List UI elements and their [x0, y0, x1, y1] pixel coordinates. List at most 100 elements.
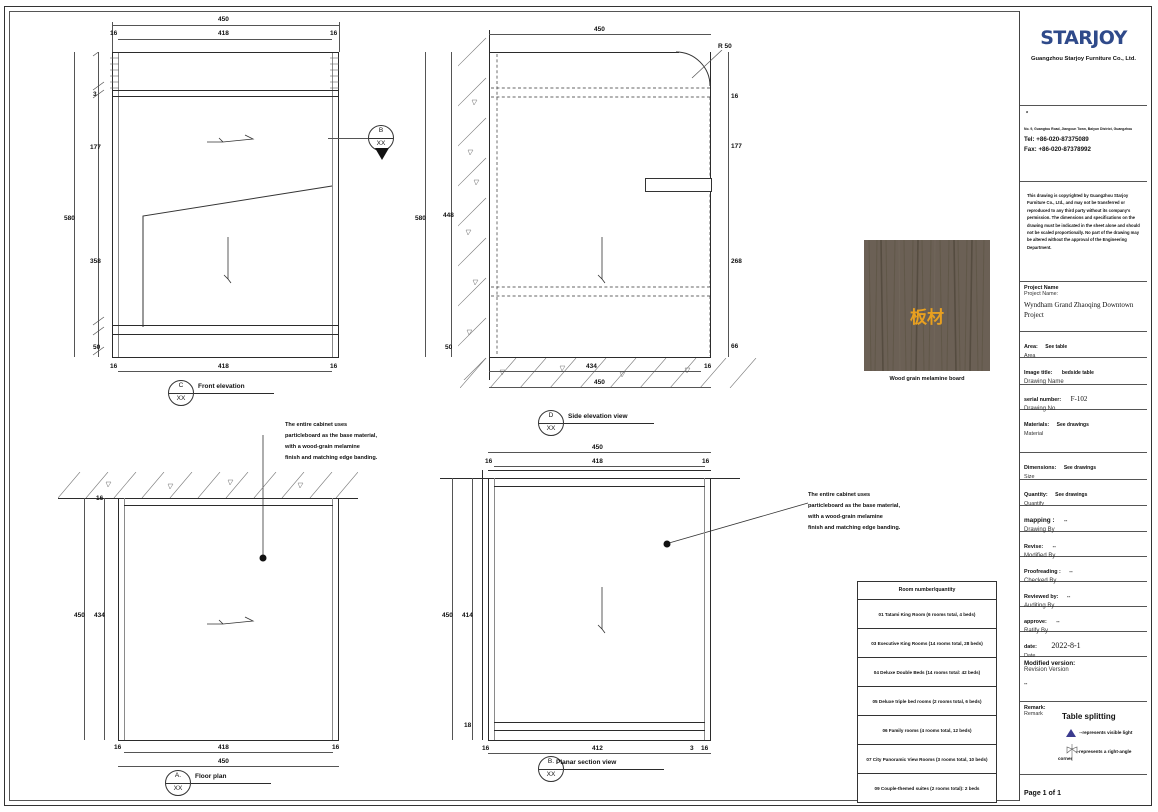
dim-side-h50: 50 — [445, 344, 453, 351]
remark-cell: Remark: Remark Table splitting --represe… — [1020, 702, 1147, 775]
field-drawing-no: serial number: F-102 Drawing No — [1020, 385, 1147, 412]
material-note-right: The entire cabinet uses particleboard as… — [808, 492, 901, 531]
dim-front-bottom-right: 16 — [330, 363, 338, 370]
dim-plan-450: 450 — [74, 612, 85, 619]
table-row: 06 Family rooms (4 rooms total, 12 beds) — [858, 716, 996, 745]
field-label-en: Image title: — [1024, 370, 1053, 376]
field-label-cn: Size — [1024, 474, 1035, 480]
field-value[interactable]: -- — [1052, 544, 1056, 550]
dim-front-h50: 50 — [93, 344, 101, 351]
field-value[interactable]: -- — [1056, 619, 1060, 625]
field-value[interactable]: -- — [1066, 594, 1071, 600]
wall-hatch-plan — [58, 472, 358, 498]
view-tag: A. — [174, 772, 182, 779]
material-sample-caption: Wood grain melamine board — [889, 376, 965, 382]
dim-section-top-left: 16 — [485, 458, 493, 465]
field-label-cn: Quantify — [1024, 501, 1045, 507]
field-label-cn: Modified By — [1024, 553, 1056, 559]
field-label-en: Modified version: — [1024, 660, 1076, 667]
field-label-en: Materials: — [1024, 422, 1050, 428]
field-label-en: Dimensions: — [1024, 465, 1057, 471]
field-label-cn: Date — [1024, 653, 1036, 659]
field-value[interactable]: Wyndham Grand Zhaoqing Downtown Project — [1024, 301, 1134, 319]
field-label-en: Project Name — [1024, 285, 1059, 291]
dim-plan-bottom-overall: 450 — [218, 758, 229, 765]
field-value[interactable]: See drawings — [1055, 492, 1088, 498]
company-tel: Tel: +86-020-87375089 — [1024, 136, 1089, 143]
field-label-cn: Material — [1024, 431, 1044, 437]
table-row: 01 Tatami King Room (6 rooms total, 4 be… — [858, 600, 996, 629]
field-value[interactable]: -- — [1024, 681, 1028, 687]
field-value[interactable]: See table — [1045, 344, 1068, 350]
dim-plan-bottom-left: 16 — [114, 744, 122, 751]
field-label-en: Quantity: — [1024, 492, 1048, 498]
remark-title: Table splitting — [1062, 712, 1116, 721]
field-ratify-by: approve: -- Ratify By — [1020, 607, 1147, 634]
dim-section-inner-width: 418 — [592, 458, 603, 465]
dim-front-overall-width: 450 — [218, 16, 229, 23]
room-row-label: 05 Deluxe triple bed rooms (2 rooms tota… — [872, 698, 982, 704]
remark-label-cn: Remark — [1024, 711, 1043, 717]
remark-label-en: Remark: — [1024, 705, 1046, 711]
dim-side-bottom-inner: 434 — [586, 363, 597, 370]
field-value[interactable]: -- — [1063, 518, 1068, 524]
dim-front-h3: 3 — [93, 91, 97, 98]
material-sample-image: 板材 — [864, 239, 990, 372]
view-title-side-elevation: Side elevation view — [568, 413, 628, 420]
legal-notice-cell: This drawing is copyrighted by Guangzhou… — [1020, 182, 1147, 282]
page-label: Page 1 of 1 — [1024, 790, 1061, 797]
view-tag: B. — [547, 758, 555, 765]
field-label-en: approve: — [1024, 619, 1047, 625]
field-value[interactable]: 2022-8-1 — [1051, 641, 1081, 650]
dim-plan-bottom-inner: 418 — [218, 744, 229, 751]
field-label-en: Revise: — [1024, 544, 1044, 550]
dim-front-inner-width: 418 — [218, 30, 229, 37]
field-value[interactable]: -- — [1069, 569, 1073, 575]
view-tag: D — [548, 412, 554, 419]
table-row: 09 Couple-themed suites (2 rooms total):… — [858, 774, 996, 803]
field-date: date: 2022-8-1 Date — [1020, 632, 1147, 659]
field-value[interactable]: See drawings — [1056, 422, 1089, 428]
dim-front-h177: 177 — [90, 144, 101, 151]
table-row: 03 Executive King Rooms (14 rooms total,… — [858, 629, 996, 658]
triangle-symbol-icon — [1066, 729, 1076, 737]
view-bubble-planar-section[interactable]: B. XX — [538, 756, 564, 782]
room-row-label: 01 Tatami King Room (6 rooms total, 4 be… — [878, 611, 976, 617]
dim-plan-16: 16 — [96, 495, 104, 502]
view-title-planar-section: Planar section view — [556, 759, 617, 766]
view-bubble-floor-plan[interactable]: A. XX — [165, 770, 191, 796]
dim-side-overall-width: 450 — [594, 26, 605, 33]
view-title-front-elevation: Front elevation — [198, 383, 245, 390]
dim-section-bottom-inner: 412 — [592, 745, 603, 752]
section-subtag: XX — [376, 140, 386, 147]
room-row-label: 04 Deluxe Double Beds (14 rooms total: 4… — [873, 669, 981, 675]
field-revision-version: Modified version: Revision Version -- — [1020, 657, 1147, 702]
dim-side-h177: 177 — [731, 143, 742, 150]
field-value[interactable]: F-102 — [1070, 395, 1088, 403]
page-number-cell: Page 1 of 1 — [1020, 775, 1147, 799]
table-header-row: Room number/quantity — [858, 582, 996, 600]
field-label-cn: Area — [1024, 353, 1036, 359]
field-label-cn: Auditing By — [1024, 603, 1055, 609]
dim-section-18: 18 — [464, 722, 472, 729]
floor-hatch-side — [460, 358, 760, 388]
table-row: 07 City Panoramic View Rooms (3 rooms to… — [858, 745, 996, 774]
material-note-top: The entire cabinet uses particleboard as… — [285, 422, 378, 461]
right-angle-symbol-icon — [1066, 744, 1078, 761]
view-bubble-front-elevation[interactable]: C XX — [168, 380, 194, 406]
dim-plan-434: 434 — [94, 612, 105, 619]
dim-front-left-thk: 16 — [110, 30, 118, 37]
dim-section-overall-width: 450 — [592, 444, 603, 451]
room-row-label: 09 Couple-themed suites (2 rooms total):… — [874, 785, 980, 791]
dim-side-h268: 268 — [731, 258, 742, 265]
view-subtag: XX — [546, 771, 556, 778]
wall-hatch-side — [458, 30, 490, 380]
field-area: Area: See table Area — [1020, 332, 1147, 359]
view-bubble-side-elevation[interactable]: D XX — [538, 410, 564, 436]
dim-section-bottom-right: 3 — [690, 745, 694, 752]
company-header-cell: STARJOY Guangzhou Starjoy Furniture Co.,… — [1020, 11, 1147, 106]
field-drawing-name: Image title: bedside table Drawing Name — [1020, 358, 1147, 385]
field-value[interactable]: bedside table — [1061, 370, 1094, 376]
field-value[interactable]: See drawings — [1063, 465, 1097, 471]
